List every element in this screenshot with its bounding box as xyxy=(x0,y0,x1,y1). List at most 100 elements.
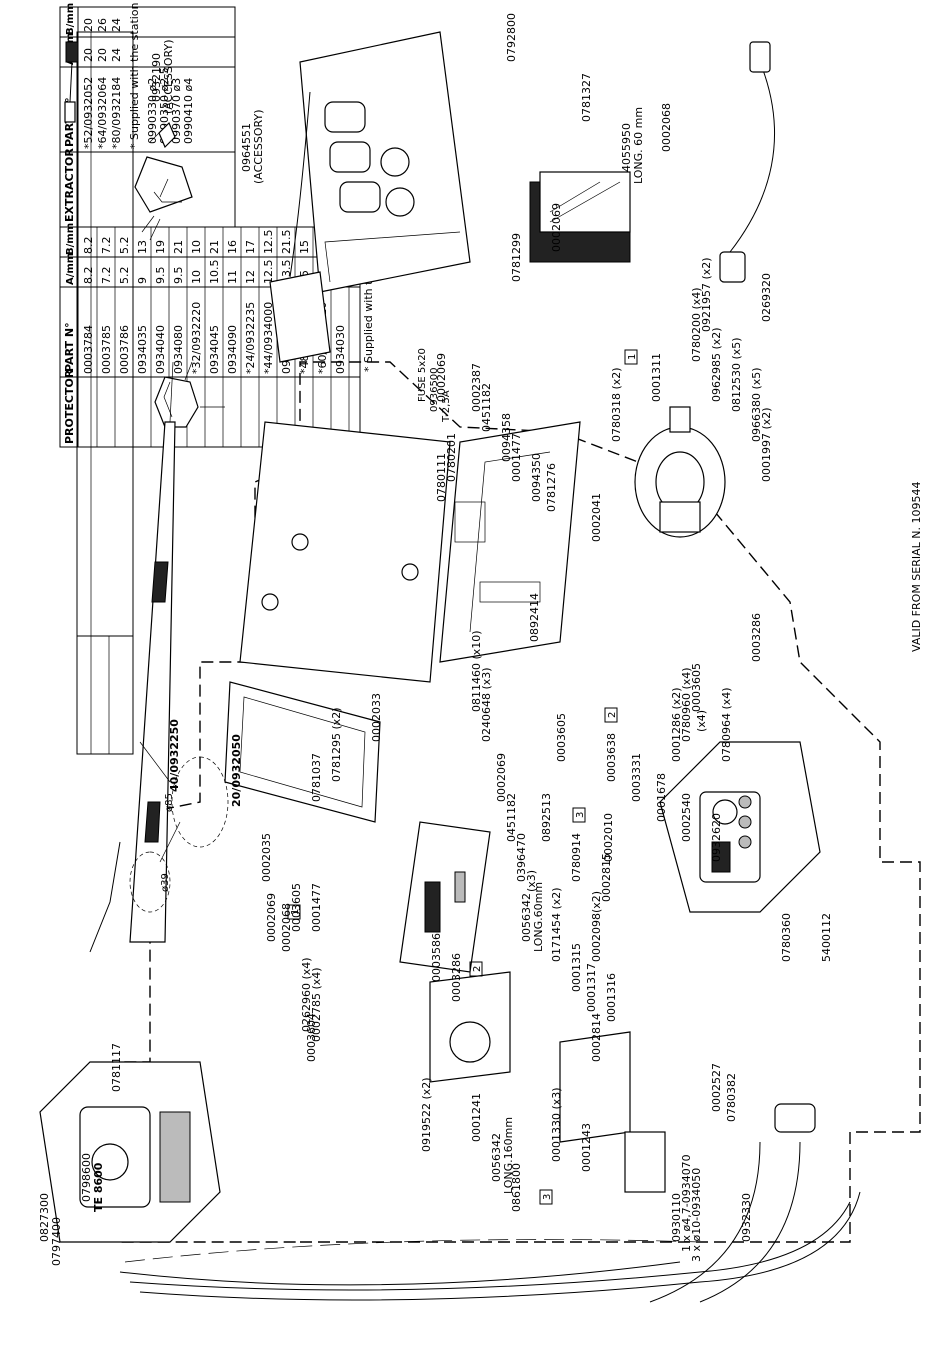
part-number-label: 0781037 xyxy=(310,753,323,802)
part-number-label: 0780960 (x4) xyxy=(680,667,693,742)
protector-table-text: PROTECTOR PART N° A/mm B/mm xyxy=(63,223,76,444)
protector-row-b: 7.2 xyxy=(100,237,113,255)
part-number-label: 0002069 xyxy=(435,353,448,402)
part-number-label: LONG.60mm xyxy=(532,882,545,952)
protector-row-part: 0003785 xyxy=(100,325,113,374)
protector-header-a: A/mm xyxy=(65,253,76,285)
extractor-row-b: 26 xyxy=(96,18,109,32)
transformer xyxy=(529,171,631,263)
station-part-1: 0827300 xyxy=(38,1193,51,1242)
part-number-label: 0780200 (x4) xyxy=(690,287,703,362)
protector-row-a: 11 xyxy=(226,270,239,284)
nozzle-d85-label: ø85 xyxy=(164,793,175,812)
protector-row-b: 16 xyxy=(226,240,239,254)
protector-drawing xyxy=(154,361,225,428)
protector-row-part: 0934080 xyxy=(172,325,185,374)
motor xyxy=(634,406,726,538)
part-number-label: 0171454 (x2) xyxy=(550,887,563,962)
part-number-label: 0003638 xyxy=(605,733,618,782)
part-number-label: 0001678 xyxy=(655,773,668,822)
protector-row-b: 8.2 xyxy=(82,237,95,255)
hose-cables xyxy=(119,1191,861,1301)
part-number-label: 0780318 (x2) xyxy=(610,367,623,442)
part-number-label: 0792800 xyxy=(505,13,518,62)
part-number-label: 0003605 xyxy=(690,663,703,712)
protector-row-a: 8.2 xyxy=(82,267,95,285)
protector-row-a: 12.5 xyxy=(262,260,275,285)
part-number-label: 0003586 xyxy=(430,933,443,982)
protector-row-part: 0003786 xyxy=(118,325,131,374)
protector-row-a: 10.5 xyxy=(208,260,221,285)
tip-code: 0990330 ø2 xyxy=(146,78,159,144)
power-cord xyxy=(719,41,775,283)
part-number-label: 0001477 xyxy=(510,433,523,482)
part-number-label: 0861800 xyxy=(510,1163,523,1212)
part-number-label: 0780201 xyxy=(445,433,458,482)
protector-row-b: 5.2 xyxy=(118,237,131,255)
protector-row-part: 0934040 xyxy=(154,325,167,374)
protector-row-part: 0934090 xyxy=(226,325,239,374)
part-number-label: 0003605 xyxy=(555,713,568,762)
part-number-label: 0002540 xyxy=(680,793,693,842)
accessory-1-label: (ACCESSORY) xyxy=(162,39,175,114)
part-number-label: 0262960 (x4) xyxy=(300,957,313,1032)
part-number-label: 0451182 xyxy=(480,383,493,432)
part-number-label: 0781276 xyxy=(545,463,558,512)
part-number-label: 0001317 xyxy=(585,963,598,1012)
part-number-label: 0002068 xyxy=(280,903,293,952)
extractor-row-b: 24 xyxy=(110,18,123,32)
part-number-label: 0001241 xyxy=(470,1093,483,1142)
part-number-label: 0781299 xyxy=(510,233,523,282)
part-number-label: 0094358 xyxy=(500,413,513,462)
extractor-note: * Supplied with the station xyxy=(128,2,141,149)
part-number-label: 0003604 xyxy=(305,1013,318,1062)
part-number-label: 0932620 xyxy=(710,813,723,862)
fuse-label-1: FUSE 5x20 xyxy=(417,348,428,402)
nozzle-40-label: 40/0932250 xyxy=(168,719,181,792)
part-number-label: 0919522 (x2) xyxy=(420,1077,433,1152)
part-number-label: 0002069 xyxy=(550,203,563,252)
callout-box-label: 1 xyxy=(290,909,301,915)
protector-row-a: 5.2 xyxy=(118,267,131,285)
tip-code: 0990370 ø3 xyxy=(170,78,183,144)
part-number-label: 0056342 xyxy=(520,893,533,942)
part-number-label: 0094350 xyxy=(530,453,543,502)
part-number-label: 0001286 (x2) xyxy=(670,687,683,762)
protector-row-b: 13 xyxy=(136,240,149,254)
callout-box-label: 3 xyxy=(575,812,586,818)
extractor-drawing xyxy=(134,121,193,241)
part-number-label: 1 x ø4,7-0934070 xyxy=(680,1154,693,1252)
protector-row-b: 21 xyxy=(172,240,185,254)
part-number-label: 0966380 (x5) xyxy=(750,367,763,442)
part-number-label: 0003286 xyxy=(450,953,463,1002)
protector-row-part: 0934035 xyxy=(136,325,149,374)
part-number-label: 3 x ø10-0934050 xyxy=(690,1168,703,1262)
part-number-label: 0001997 (x2) xyxy=(760,407,773,482)
nozzle-d39-label: ø39 xyxy=(160,873,171,892)
part-number-label: 0003286 xyxy=(750,613,763,662)
part-number-label: 0003605 xyxy=(290,883,303,932)
callout-box-label: 1 xyxy=(627,354,638,360)
part-number-label: 0001477 xyxy=(310,883,323,932)
part-number-label: (x4) xyxy=(695,710,708,732)
callout-box-label: 3 xyxy=(542,1194,553,1200)
protector-row-b: 15 xyxy=(298,240,311,254)
protector-row-b: 21.5 xyxy=(280,230,293,255)
protector-row-b: 17 xyxy=(244,240,257,254)
part-number-label: 4055950 xyxy=(620,123,633,172)
top-unit xyxy=(299,31,471,293)
part-number-label: 0002785 (x4) xyxy=(310,967,323,1042)
part-number-label: 0002815 xyxy=(600,853,613,902)
extractor-header-b: B/mm xyxy=(65,3,76,35)
valid-from-label: VALID FROM SERIAL N. 109544 xyxy=(910,482,923,652)
part-number-label: 0780914 xyxy=(570,833,583,882)
handpiece-label: 0781117 xyxy=(110,1043,123,1092)
control-panel xyxy=(659,741,821,913)
protector-row-b: 21 xyxy=(208,240,221,254)
protector-row-part: *24/0932235 xyxy=(244,302,257,374)
part-number-label: 0451182 xyxy=(505,793,518,842)
part-number-label: LONG.160mm xyxy=(502,1117,515,1194)
extractor-header: EXTRACTOR xyxy=(63,148,76,222)
